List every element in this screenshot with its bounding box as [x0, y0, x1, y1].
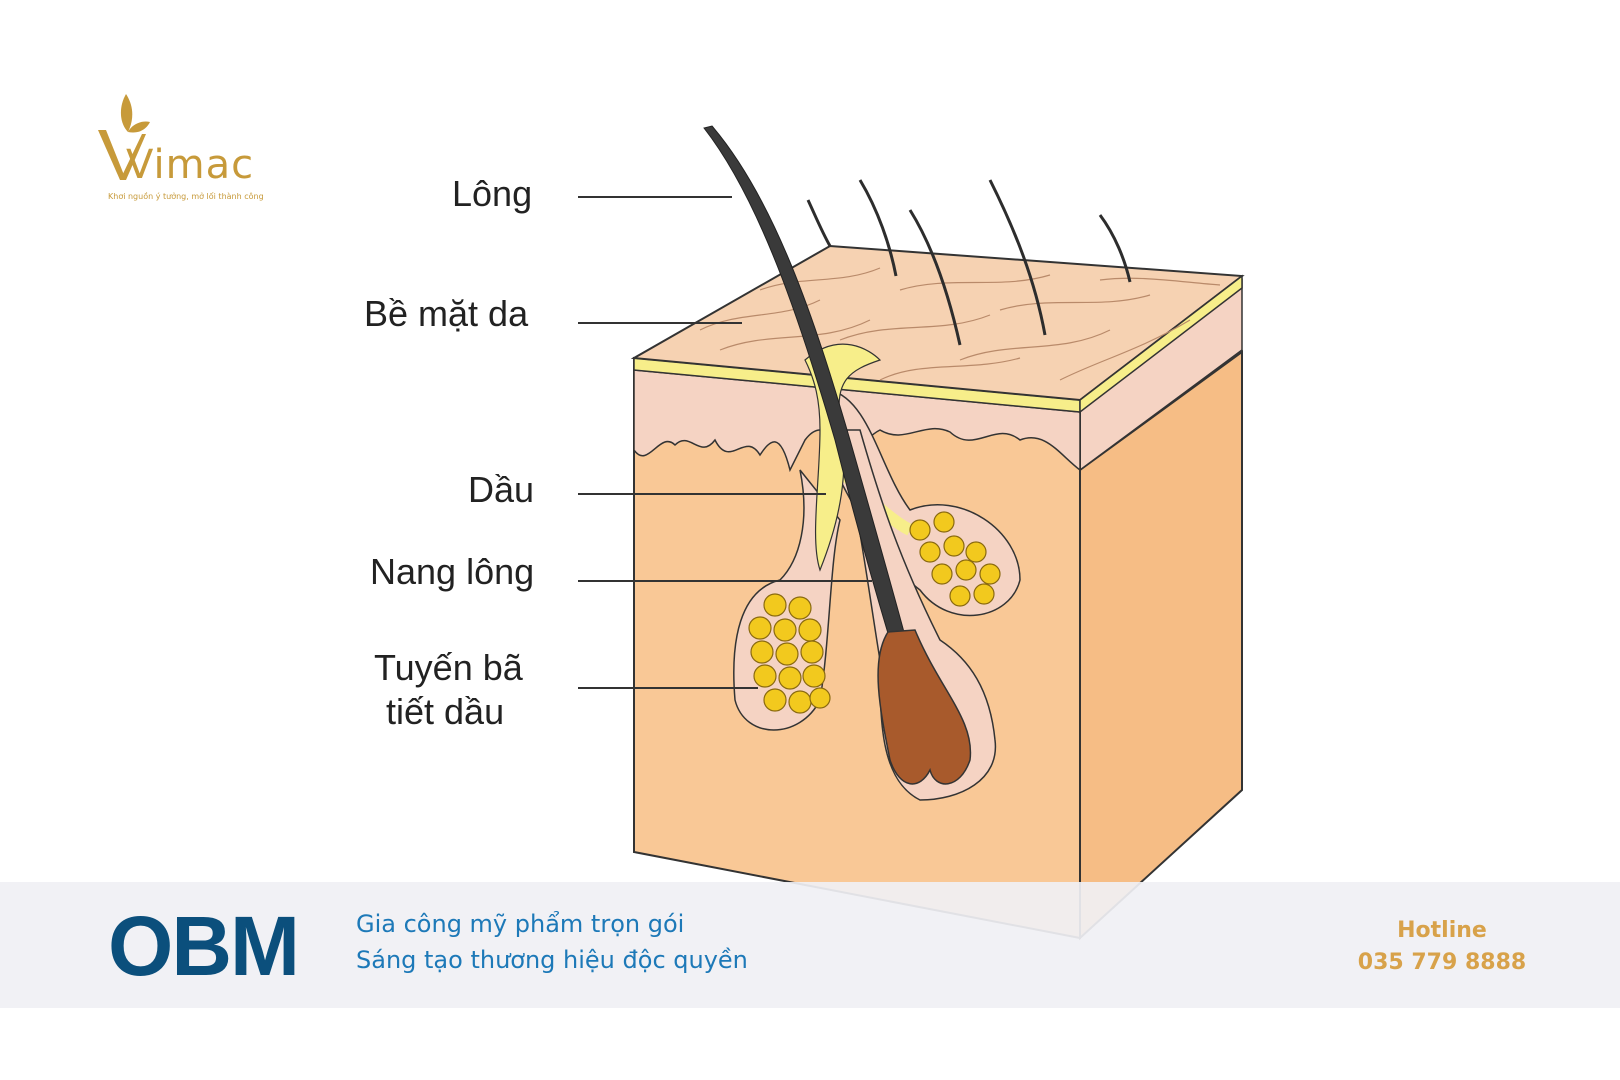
leader-lines [578, 196, 872, 689]
label-oil: Dầu [468, 469, 535, 510]
vimac-logo: Vimac Khơi nguồn ý tưởng, mở lối thành c… [96, 94, 266, 204]
footer-line-1: Gia công mỹ phẩm trọn gói [356, 910, 685, 938]
footer-line-2: Sáng tạo thương hiệu độc quyền [356, 946, 748, 974]
logo-wordmark: Vimac [126, 142, 255, 188]
logo-tagline: Khơi nguồn ý tưởng, mở lối thành công [108, 192, 264, 201]
label-follicle: Nang lông [370, 551, 535, 592]
hotline-number[interactable]: 035 779 8888 [1357, 950, 1527, 975]
leaf-icon [98, 94, 150, 180]
footer-banner: OBM Gia công mỹ phẩm trọn gói Sáng tạo t… [0, 882, 1620, 1008]
surface-hairs [806, 179, 1132, 346]
obm-logo: OBM [108, 899, 300, 993]
upper-gland-cells [909, 511, 1001, 607]
lower-gland-cells [748, 593, 831, 714]
label-skin-surface: Bề mặt da [364, 293, 529, 334]
hair-bulb [877, 629, 972, 785]
label-hair: Lông [452, 173, 533, 214]
label-gland-line1: Tuyến bã [374, 647, 523, 688]
label-gland-line2: tiết dầu [386, 691, 505, 732]
sebum-layer-top [1079, 274, 1243, 414]
hotline-label: Hotline [1397, 918, 1487, 943]
